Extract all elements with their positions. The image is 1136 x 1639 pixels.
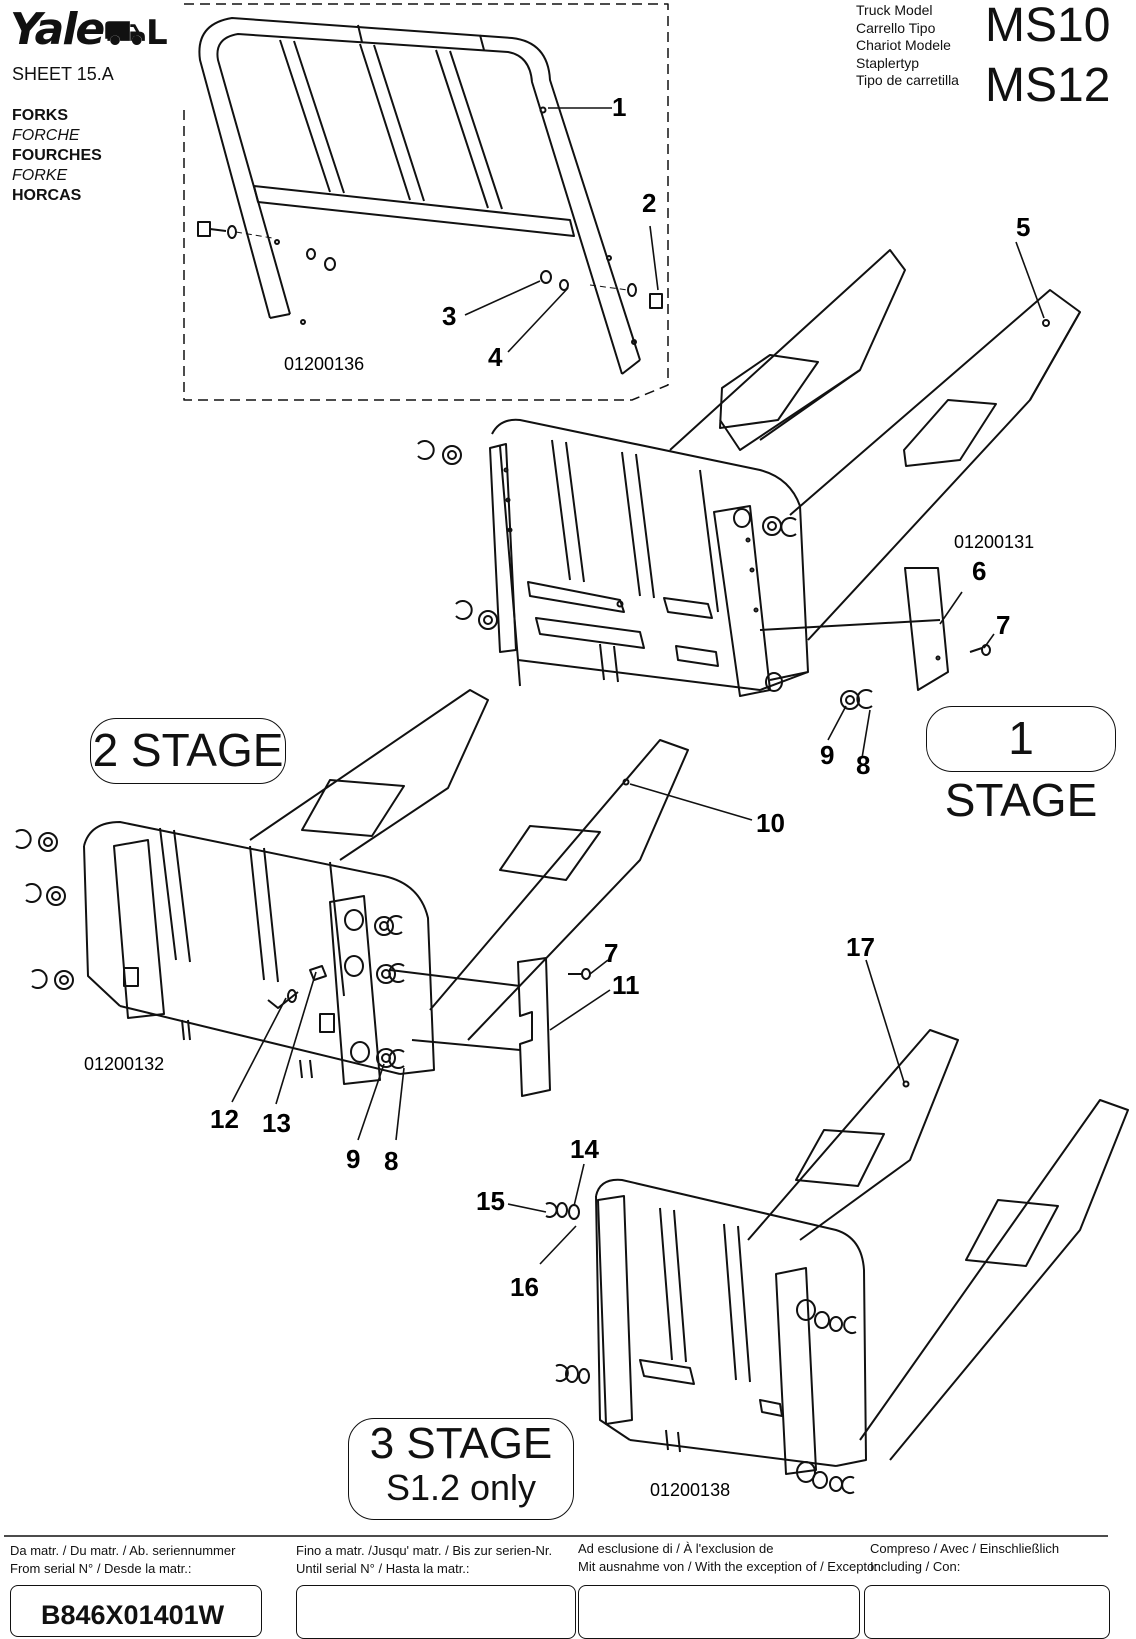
- until-serial-box: [296, 1585, 576, 1639]
- title-fr: FOURCHES: [12, 147, 102, 164]
- callout-14: 14: [570, 1134, 599, 1164]
- callout-8: 8: [384, 1146, 398, 1176]
- backrest-bar: [359, 43, 425, 202]
- stage-note: S1.2 only: [385, 1467, 537, 1508]
- sheet-number: SHEET 15.A: [12, 64, 114, 84]
- stage-text: 1 STAGE: [944, 712, 1098, 826]
- fork-slot: [301, 779, 405, 837]
- callout-numbers: 1 2 3 4 5 6 7 9 8 10 7 11 12 13 9 8 17 1…: [210, 92, 1030, 1302]
- callout-7: 7: [604, 938, 618, 968]
- drawing-code: 01200131: [954, 532, 1034, 552]
- callout-6: 6: [972, 556, 986, 586]
- option-dashed-box: [183, 3, 669, 401]
- model-ms10: MS10: [985, 0, 1111, 52]
- callout-7: 7: [996, 610, 1010, 640]
- fork-2-stage: [15, 689, 689, 1097]
- fork-slot: [965, 1199, 1059, 1267]
- exception-label: Ad esclusione di / À l'exclusion de Mit …: [578, 1541, 878, 1574]
- fork-tine-right: [429, 739, 689, 1041]
- callout-12: 12: [210, 1104, 239, 1134]
- load-backrest-assembly: [183, 3, 669, 401]
- drawing-code: 01200132: [84, 1054, 164, 1074]
- carriage-side-plate: [329, 895, 381, 1085]
- drawing-codes: 01200136 01200131 01200132 01200138: [84, 354, 1034, 1500]
- callout-1: 1: [612, 92, 626, 122]
- callout-leaders: [231, 107, 1045, 1265]
- stage-label-2: 2 STAGE: [90, 718, 286, 784]
- plate-part-6: [904, 567, 949, 691]
- callout-15: 15: [476, 1186, 505, 1216]
- fork-3-stage: [545, 1029, 1129, 1494]
- from-serial-box: B846X01401W: [10, 1585, 262, 1637]
- stage-text: 2 STAGE: [92, 724, 284, 776]
- callout-9: 9: [820, 740, 834, 770]
- backrest-frame: [198, 17, 641, 361]
- carriage-side-plate: [113, 839, 165, 1019]
- truck-model-label: Staplertyp: [856, 54, 920, 71]
- callout-2: 2: [642, 188, 656, 218]
- title-en: FORKS: [12, 107, 68, 124]
- callout-10: 10: [756, 808, 785, 838]
- fork-slot: [499, 825, 601, 881]
- carriage-frame: [491, 418, 809, 681]
- from-serial-value: B846X01401W: [41, 1600, 225, 1630]
- fork-tine-left: [669, 249, 906, 451]
- callout-13: 13: [262, 1108, 291, 1138]
- callout-17: 17: [846, 932, 875, 962]
- callout-5: 5: [1016, 212, 1030, 242]
- fork-tine-left: [747, 1029, 959, 1241]
- drawing-code: 01200136: [284, 354, 364, 374]
- until-serial-label: Fino a matr. /Jusqu' matr. / Bis zur ser…: [296, 1543, 553, 1576]
- carriage-frame: [83, 821, 435, 1075]
- stage-label-3: 3 STAGE S1.2 only: [348, 1418, 574, 1520]
- plate-part-11: [517, 957, 551, 1097]
- from-serial-label: Da matr. / Du matr. / Ab. seriennummer F…: [10, 1543, 236, 1576]
- fork-1-stage: [417, 249, 1081, 710]
- fork-tine-right: [859, 1099, 1129, 1461]
- carriage-frame: [595, 1178, 867, 1467]
- truck-model-label: Tipo de carretilla: [856, 72, 959, 88]
- yale-logo: Yale⛟L: [10, 4, 168, 58]
- backrest-bar: [435, 49, 503, 210]
- stage-text: 3 STAGE: [369, 1419, 553, 1468]
- backrest-frame-inner: [216, 33, 623, 375]
- title-es: HORCAS: [12, 187, 82, 204]
- fork-tine-left: [249, 689, 489, 861]
- fork-slot: [795, 1129, 885, 1187]
- truck-model-label: Truck Model: [856, 2, 933, 18]
- including-box: [864, 1585, 1110, 1639]
- carriage-side-plate: [713, 505, 771, 697]
- truck-model-labels: Truck Model Carrello Tipo Chariot Modele…: [856, 2, 959, 90]
- callout-4: 4: [488, 342, 503, 372]
- stage-label-1: 1 STAGE: [926, 706, 1116, 826]
- callout-11: 11: [612, 970, 640, 1000]
- backrest-crossbar: [253, 185, 575, 237]
- callout-9: 9: [346, 1144, 360, 1174]
- forklift-icon: ⛟L: [103, 13, 168, 53]
- exception-box: [578, 1585, 860, 1639]
- callout-8: 8: [856, 750, 870, 780]
- title-it: FORCHE: [12, 127, 80, 144]
- backrest-bar: [279, 39, 345, 194]
- callout-3: 3: [442, 301, 456, 331]
- fork-slot: [903, 399, 997, 467]
- carriage-side-plate: [775, 1267, 817, 1475]
- model-ms12: MS12: [985, 59, 1111, 112]
- including-label: Compreso / Avec / Einschließlich Includi…: [870, 1541, 1060, 1574]
- truck-model-label: Chariot Modele: [856, 37, 951, 53]
- brand-name: Yale: [10, 4, 105, 55]
- drawing-code: 01200138: [650, 1480, 730, 1500]
- truck-model-label: Carrello Tipo: [856, 19, 936, 36]
- title-block: FORKS FORCHE FOURCHES FORKE HORCAS: [12, 106, 102, 206]
- title-de: FORKE: [12, 167, 68, 184]
- fork-slot: [719, 354, 819, 429]
- fork-tine-right: [789, 289, 1081, 641]
- callout-16: 16: [510, 1272, 539, 1302]
